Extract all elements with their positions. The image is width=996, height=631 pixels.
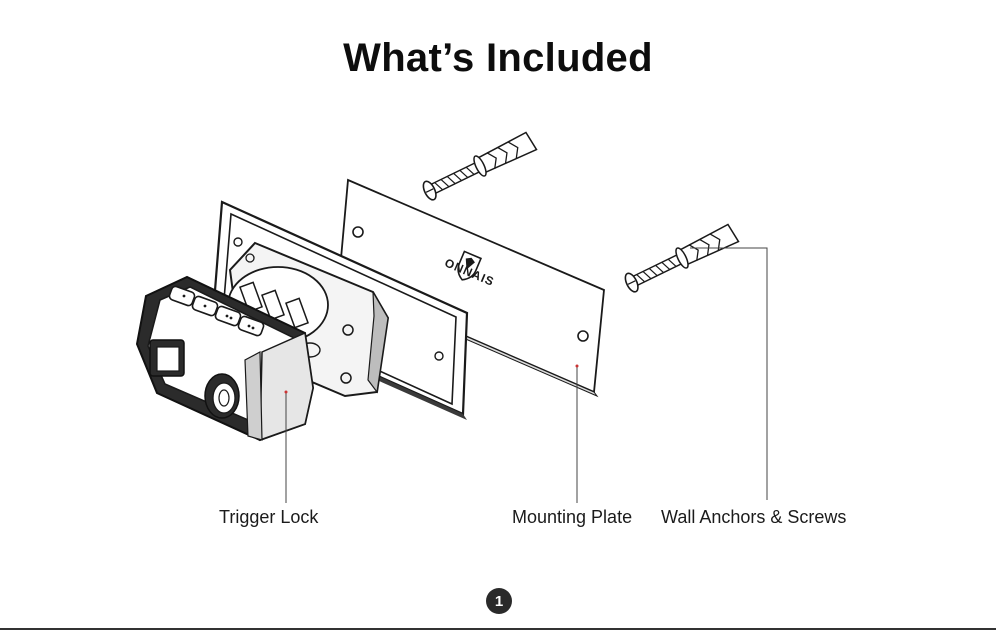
caption-wall-anchors-screws: Wall Anchors & Screws (661, 507, 846, 528)
leader-line-wall-anchors (690, 248, 767, 500)
bottom-divider (0, 628, 996, 630)
wall-anchor-lower-illustration (622, 223, 739, 295)
page-number-badge: 1 (486, 588, 512, 614)
caption-mounting-plate: Mounting Plate (512, 507, 632, 528)
wall-anchor-upper-illustration (420, 131, 537, 203)
caption-trigger-lock: Trigger Lock (219, 507, 318, 528)
